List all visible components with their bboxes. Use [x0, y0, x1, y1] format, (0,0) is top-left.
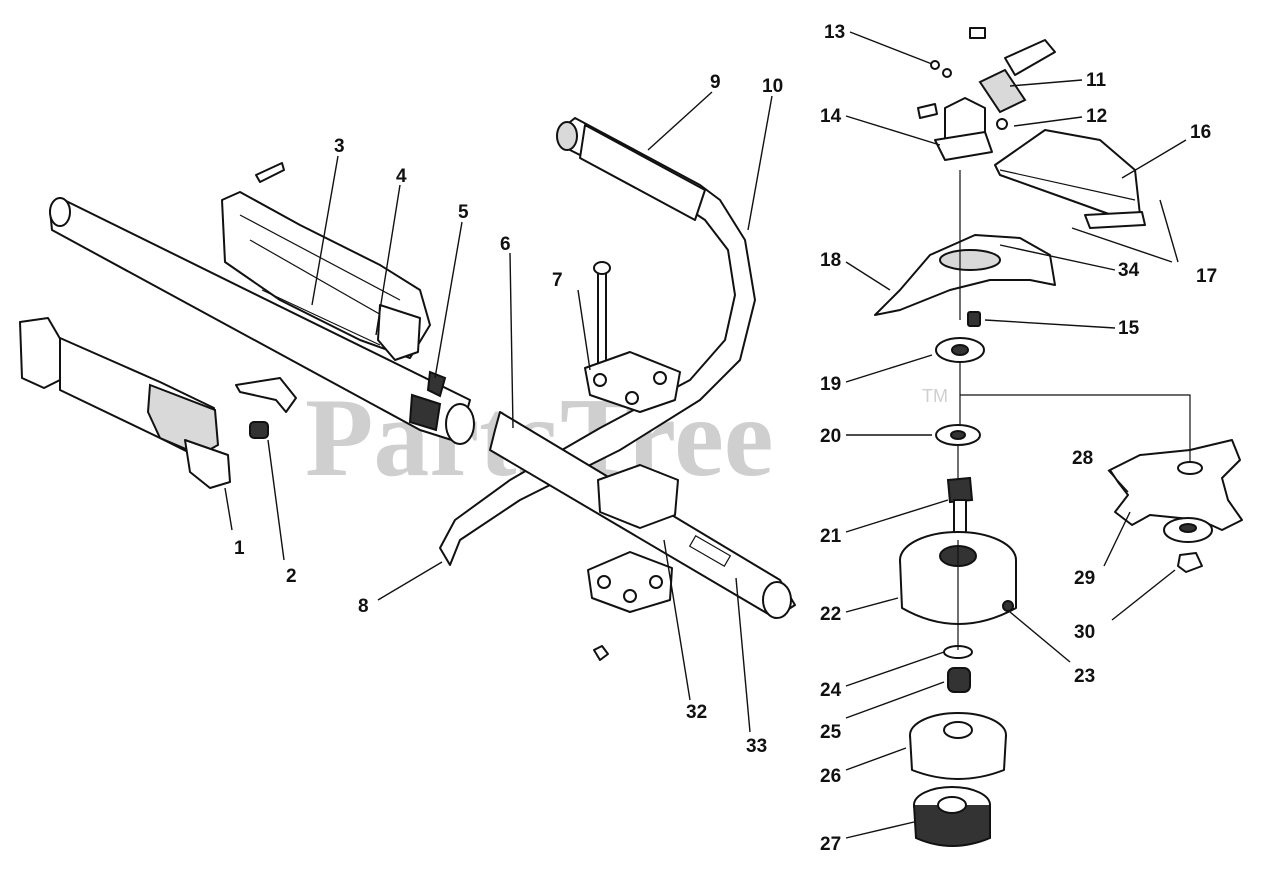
label-21: 21 [820, 526, 842, 547]
label-2: 2 [286, 566, 297, 587]
part-21-bolt [946, 476, 974, 537]
part-18-shield [874, 234, 1056, 316]
part-13-screws [917, 60, 952, 119]
part-20-washer [935, 424, 981, 446]
part-middle-clamp [597, 464, 679, 529]
part-labels: 1 2 3 4 5 6 7 8 9 10 11 12 13 14 15 16 1… [234, 22, 1217, 855]
part-4-clamp [377, 304, 421, 361]
label-1: 1 [234, 538, 245, 559]
label-15: 15 [1118, 318, 1140, 339]
alignment-line [960, 394, 1191, 462]
assembly-axis [957, 170, 961, 650]
watermark-tm: TM [922, 386, 948, 406]
part-25-spring [947, 667, 971, 693]
part-30-nut [1177, 552, 1203, 573]
label-13: 13 [824, 22, 845, 43]
part-26-spool [909, 712, 1007, 780]
label-26: 26 [820, 766, 841, 787]
label-22: 22 [820, 604, 841, 625]
label-10: 10 [762, 76, 783, 97]
label-12: 12 [1086, 106, 1107, 127]
label-23: 23 [1074, 666, 1095, 687]
label-20: 20 [820, 426, 841, 447]
part-17-blade [1084, 211, 1146, 229]
part-drive-shaft-tube [49, 197, 475, 445]
part-12-screw [996, 118, 1008, 130]
label-18: 18 [820, 250, 841, 271]
label-16: 16 [1190, 122, 1211, 143]
label-28: 28 [1072, 448, 1093, 469]
label-30: 30 [1074, 622, 1095, 643]
label-17: 17 [1196, 266, 1217, 287]
part-5-tab [426, 370, 447, 398]
label-4: 4 [396, 166, 407, 187]
part-19-bearing [935, 337, 985, 363]
part-16-guard [994, 129, 1141, 219]
label-29: 29 [1074, 568, 1095, 589]
label-27: 27 [820, 834, 841, 855]
part-3-housing [221, 191, 431, 359]
part-2-spring [235, 377, 297, 439]
part-7-upper-clamp [584, 261, 681, 413]
screw-top-housing [255, 162, 285, 183]
label-24: 24 [820, 680, 842, 701]
label-5: 5 [458, 202, 469, 223]
part-29-cup-washer [1163, 517, 1213, 543]
part-32-lower-clamp [587, 551, 673, 661]
label-14: 14 [820, 106, 842, 127]
label-19: 19 [820, 374, 841, 395]
part-27-knob [913, 786, 991, 847]
label-8: 8 [358, 596, 369, 617]
part-28-blade [1109, 439, 1243, 531]
part-15-screw [967, 311, 981, 327]
part-11-14-gearbox [934, 27, 1056, 161]
label-7: 7 [552, 270, 563, 291]
part-1-rear-handle [19, 317, 231, 489]
label-6: 6 [500, 234, 511, 255]
label-34: 34 [1118, 260, 1140, 281]
label-9: 9 [710, 72, 721, 93]
part-9-10-handlebar [439, 117, 756, 566]
label-3: 3 [334, 136, 345, 157]
leader-lines [224, 31, 1187, 839]
label-32: 32 [686, 702, 707, 723]
label-25: 25 [820, 722, 842, 743]
label-33: 33 [746, 736, 767, 757]
part-23-button [1002, 600, 1014, 612]
label-11: 11 [1086, 70, 1107, 91]
